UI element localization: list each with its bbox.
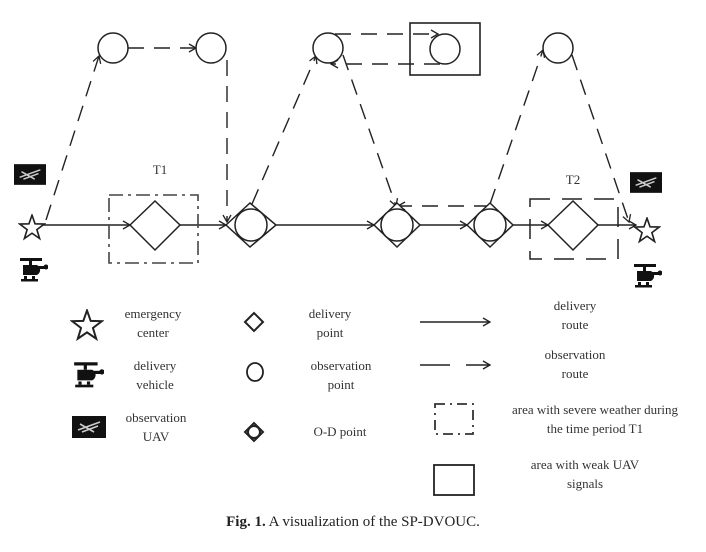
observation-uav-end-icon (630, 172, 662, 193)
figure-caption: Fig. 1. A visualization of the SP-DVOUC. (0, 514, 706, 531)
emergency-center-start-icon (18, 214, 46, 240)
legend-observation-route: observation route (544, 347, 606, 381)
od-point (465, 201, 515, 249)
observation-point (97, 32, 129, 64)
caption-text: A visualization of the SP-DVOUC. (268, 514, 480, 530)
legend-uav-icon (72, 415, 106, 439)
observation-point (195, 32, 227, 64)
legend-weak-signal-box (433, 464, 475, 496)
legend-diamond-icon (243, 311, 265, 333)
legend-observation-point: observation point (310, 358, 372, 392)
legend-star-icon (71, 309, 103, 340)
delivery-vehicle-start-icon (20, 258, 48, 282)
legend-heli-icon (74, 362, 104, 388)
legend-weak-signal: area with weak UAV signals (530, 457, 640, 491)
delivery-point (128, 199, 182, 252)
observation-point (429, 33, 461, 65)
weak-signal-area (409, 22, 481, 76)
caption-prefix: Fig. 1. (226, 514, 266, 530)
legend-delivery-point: delivery point (308, 306, 352, 340)
observation-route (45, 29, 632, 224)
observation-uav-start-icon (14, 164, 46, 185)
legend-observation-uav: observation UAV (125, 410, 187, 444)
delivery-vehicle-end-icon (634, 264, 662, 288)
legend-delivery-vehicle: delivery vehicle (133, 358, 177, 392)
od-point (372, 201, 422, 249)
legend-delivery-route: delivery route (553, 298, 597, 332)
legend-weather-box (434, 403, 474, 435)
legend-od-point: O-D point (313, 424, 367, 439)
observation-point (542, 32, 574, 64)
delivery-point (546, 199, 600, 252)
legend-severe-weather: area with severe weather during the time… (511, 402, 679, 436)
legend-od-icon (243, 421, 265, 443)
legend-circle-icon (246, 362, 264, 382)
observation-point (312, 32, 344, 64)
severe-weather-area-t2 (529, 198, 619, 260)
od-point (224, 202, 278, 248)
severe-weather-area-t1 (108, 194, 199, 264)
legend-emergency-center: emergency center (124, 306, 182, 340)
emergency-center-end-icon (633, 217, 661, 243)
t2-label: T2 (565, 172, 581, 187)
t1-label: T1 (152, 162, 168, 177)
